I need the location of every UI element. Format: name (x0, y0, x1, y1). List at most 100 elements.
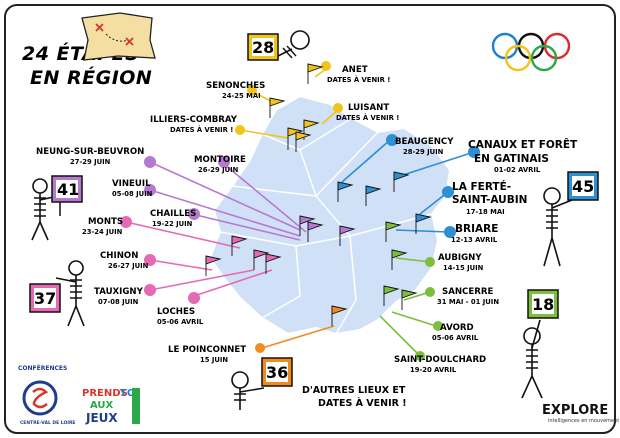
flag-poinconnet (331, 305, 348, 326)
sign-37-number: 37 (34, 289, 56, 308)
stick-figures (31, 30, 573, 410)
label-dots (120, 61, 480, 361)
svg-text:CONFÉRENCES: CONFÉRENCES (18, 364, 67, 372)
svg-text:EXPLORE: EXPLORE (542, 403, 608, 418)
stage-name-ferte-2: SAINT-AUBIN (452, 194, 527, 206)
flag-pink-2 (205, 255, 222, 276)
stage-date-saint-doulchard: 19-20 AVRIL (410, 366, 457, 374)
stage-name-aubigny: AUBIGNY (438, 253, 482, 263)
sign-36-number: 36 (266, 363, 288, 382)
stage-date-luisant: DATES À VENIR ! (336, 113, 399, 122)
treasure-map-icon (81, 12, 156, 61)
flag-aubigny (391, 249, 408, 270)
region-map (208, 94, 452, 336)
svg-text:CENTRE-VAL DE LOIRE: CENTRE-VAL DE LOIRE (20, 420, 76, 426)
stage-name-tauxigny: TAUXIGNY (94, 287, 144, 297)
flag-blue-2 (365, 185, 382, 206)
flag-pink-3 (253, 249, 270, 270)
flag-pink-1 (231, 235, 248, 256)
stage-name-canaux-2: EN GATINAIS (474, 153, 549, 165)
flag-purple-3 (339, 225, 356, 246)
flag-illiers (287, 127, 304, 150)
flag-yellow-5 (295, 131, 312, 152)
stage-name-monts: MONTS (88, 217, 123, 227)
stage-date-sancerre: 31 MAI - 01 JUIN (437, 298, 499, 306)
flag-sancerre (401, 289, 418, 310)
leader-lines (125, 65, 475, 357)
stage-labels: ANET DATES À VENIR ! SENONCHES 24-25 MAI… (36, 65, 578, 374)
flag-pink-4 (265, 253, 282, 274)
sign-28: 28 (247, 33, 279, 61)
stage-date-beaugency: 28-29 JUIN (403, 148, 444, 156)
flag-purple-1 (299, 215, 316, 236)
stage-name-avord: AVORD (440, 323, 474, 333)
svg-text:JEUX: JEUX (85, 411, 118, 425)
flag-beaugency (337, 181, 354, 202)
stage-name-chinon: CHINON (100, 251, 138, 261)
stage-date-illiers: DATES À VENIR ! (170, 125, 233, 134)
department-borders (219, 117, 433, 335)
stick-figure-18 (521, 319, 543, 399)
flag-purple-2 (307, 221, 324, 242)
stage-date-canaux: 01-02 AVRIL (494, 166, 541, 174)
conferences-logo: CONFÉRENCES CENTRE-VAL DE LOIRE (18, 364, 76, 426)
sign-45: 45 (567, 171, 599, 201)
stick-figure-36 (231, 371, 265, 410)
sign-36: 36 (261, 357, 293, 387)
stage-name-poinconnet: LE POINCONNET (168, 345, 246, 355)
map-flags (205, 63, 432, 326)
stage-name-luisant: LUISANT (348, 103, 389, 113)
sign-45-number: 45 (572, 177, 594, 196)
svg-text:TOI: TOI (120, 388, 139, 399)
stage-name-canaux: CANAUX ET FORÊT (468, 138, 578, 151)
flag-briare (385, 221, 402, 242)
stage-date-vineuil: 05-08 JUIN (112, 190, 153, 198)
stage-date-chailles: 19-22 JUIN (152, 220, 193, 228)
flag-avord (383, 285, 400, 306)
frame-border (4, 4, 616, 434)
flag-canaux (393, 171, 410, 192)
more-places-line2: DATES À VENIR ! (318, 397, 407, 409)
flag-senonches (269, 97, 286, 118)
explore-logo: EXPLORE intelligences en mouvement (542, 403, 619, 424)
stage-date-avord: 05-06 AVRIL (432, 334, 479, 342)
sign-37: 37 (29, 283, 61, 313)
stage-name-montoire: MONTOIRE (194, 155, 246, 165)
sign-28-number: 28 (252, 38, 274, 57)
svg-text:intelligences en mouvement: intelligences en mouvement (548, 418, 619, 424)
stage-date-senonches: 24-25 MAI (222, 92, 261, 100)
stage-name-sancerre: SANCERRE (442, 287, 493, 297)
stage-name-neung: NEUNG-SUR-BEUVRON (36, 147, 144, 157)
stage-name-beaugency: BEAUGENCY (395, 137, 454, 147)
sign-18-number: 18 (532, 295, 554, 314)
more-places-line1: D'AUTRES LIEUX ET (302, 385, 406, 396)
stage-name-saint-doulchard: SAINT-DOULCHARD (394, 355, 486, 365)
stick-figure-top (277, 30, 310, 59)
stage-name-vineuil: VINEUIL (112, 179, 151, 189)
title-line2: EN RÉGION (30, 66, 152, 89)
flag-ferte (415, 213, 432, 234)
stage-name-briare: BRIARE (455, 223, 498, 235)
stage-date-tauxigny: 07-08 JUIN (98, 298, 139, 306)
stick-figure-37 (55, 260, 85, 327)
stage-name-anet: ANET (342, 65, 368, 75)
stage-name-loches: LOCHES (157, 307, 195, 317)
svg-text:PRENDS: PRENDS (82, 388, 128, 399)
stage-date-ferte: 17-18 MAI (466, 208, 505, 216)
number-signs: 28 41 37 45 18 36 (29, 33, 599, 387)
stage-date-loches: 05-06 AVRIL (157, 318, 204, 326)
stick-figure-41 (31, 178, 59, 241)
stage-name-ferte: LA FERTÉ- (452, 180, 511, 193)
stage-date-monts: 23-24 JUIN (82, 228, 123, 236)
stage-date-aubigny: 14-15 JUIN (443, 264, 484, 272)
stage-date-poinconnet: 15 JUIN (200, 356, 228, 364)
sign-41-number: 41 (57, 180, 79, 199)
stage-date-neung: 27-29 JUIN (70, 158, 111, 166)
stick-figure-45 (543, 187, 573, 267)
flag-anet (307, 63, 324, 84)
olympic-rings-icon (491, 32, 571, 72)
stage-name-illiers: ILLIERS-COMBRAY (150, 115, 238, 125)
sign-41: 41 (51, 175, 83, 216)
stage-date-montoire: 26-29 JUIN (198, 166, 239, 174)
